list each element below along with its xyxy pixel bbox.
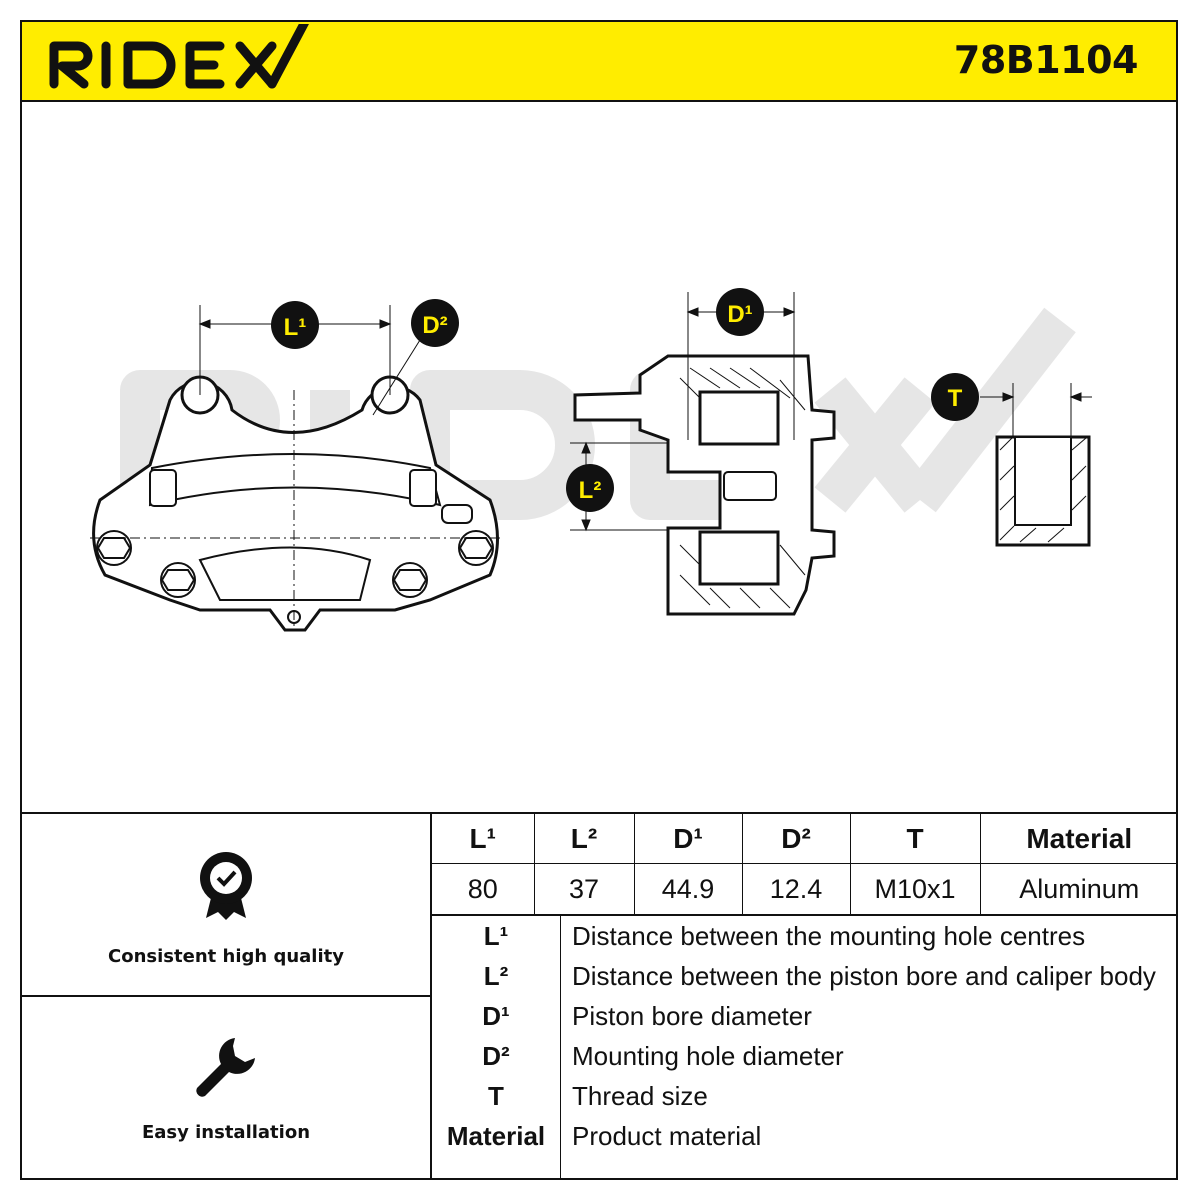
svg-text:L¹: L¹ (284, 314, 307, 341)
spec-value-l1: 80 (432, 863, 534, 916)
thread-section (995, 435, 1091, 547)
header-bar: 78B1104 (22, 22, 1176, 102)
spec-header-t: T (849, 814, 980, 864)
legend-key: L² (483, 961, 509, 991)
legend-text: Distance between the piston bore and cal… (572, 961, 1156, 991)
spec-value-row: 80 37 44.9 12.4 M10x1 Aluminum (432, 863, 1178, 916)
spec-value-d2: 12.4 (741, 863, 850, 916)
spec-header-l1: L¹ (432, 814, 534, 864)
spec-header-d1: D¹ (633, 814, 742, 864)
feature-quality: Consistent high quality (22, 830, 430, 996)
technical-drawing: L¹ D² D¹ (90, 288, 1092, 632)
l2-dimension (570, 441, 668, 532)
d2-badge: D² (411, 299, 459, 347)
d1-badge: D¹ (716, 288, 764, 336)
legend: L¹ Distance between the mounting hole ce… (432, 916, 1178, 1156)
spec-value-material: Aluminum (979, 863, 1178, 916)
legend-text: Mounting hole diameter (572, 1041, 844, 1071)
legend-text: Product material (572, 1121, 762, 1151)
feature-installation-label: Easy installation (141, 1122, 311, 1143)
legend-text: Distance between the mounting hole centr… (572, 921, 1086, 951)
panel-separator (430, 814, 432, 1180)
spec-value-d1: 44.9 (633, 863, 742, 916)
legend-row: D¹ Piston bore diameter (432, 996, 1178, 1036)
caliper-cross-section (573, 354, 836, 616)
d1-dimension (686, 292, 796, 440)
spec-value-t: M10x1 (849, 863, 980, 916)
legend-key: D¹ (482, 1001, 510, 1031)
thread-hatching (999, 437, 1087, 543)
spec-header-row: L¹ L² D¹ D² T Material (432, 814, 1178, 864)
legend-key: Material (446, 1121, 546, 1151)
legend-text: Thread size (572, 1081, 708, 1111)
spec-table: L¹ L² D¹ D² T Material 80 37 44.9 12.4 M… (432, 814, 1178, 916)
part-number: 78B1104 (953, 38, 1139, 82)
legend-row: T Thread size (432, 1076, 1178, 1116)
feature-quality-label: Consistent high quality (108, 946, 344, 967)
section-hatching (679, 367, 806, 609)
feature-installation: Easy installation (22, 998, 430, 1178)
spec-value-l2: 37 (533, 863, 634, 916)
quality-badge-icon (200, 852, 252, 920)
legend-key: L¹ (483, 921, 509, 951)
section-divider (22, 812, 1176, 814)
page-frame (20, 20, 1178, 1180)
t-dimension (980, 383, 1092, 437)
legend-row: Material Product material (432, 1116, 1178, 1156)
l2-badge: L² (566, 464, 614, 512)
spec-header-d2: D² (741, 814, 850, 864)
legend-separator (560, 914, 561, 1180)
legend-key: T (488, 1081, 504, 1111)
spec-header-material: Material (979, 814, 1178, 864)
wrench-icon (196, 1038, 255, 1097)
svg-text:D²: D² (422, 312, 447, 339)
legend-row: L¹ Distance between the mounting hole ce… (432, 916, 1178, 956)
ridex-logo (49, 24, 309, 89)
spec-header-l2: L² (533, 814, 634, 864)
legend-row: L² Distance between the piston bore and … (432, 956, 1178, 996)
t-badge: T (931, 373, 979, 421)
svg-text:T: T (948, 385, 963, 412)
legend-key: D² (482, 1041, 510, 1071)
legend-row: D² Mounting hole diameter (432, 1036, 1178, 1076)
feature-separator (22, 995, 430, 997)
legend-text: Piston bore diameter (572, 1001, 812, 1031)
svg-text:D¹: D¹ (727, 301, 752, 328)
l1-badge: L¹ (271, 301, 319, 349)
svg-text:L²: L² (579, 477, 602, 504)
caliper-front-view (90, 375, 500, 632)
